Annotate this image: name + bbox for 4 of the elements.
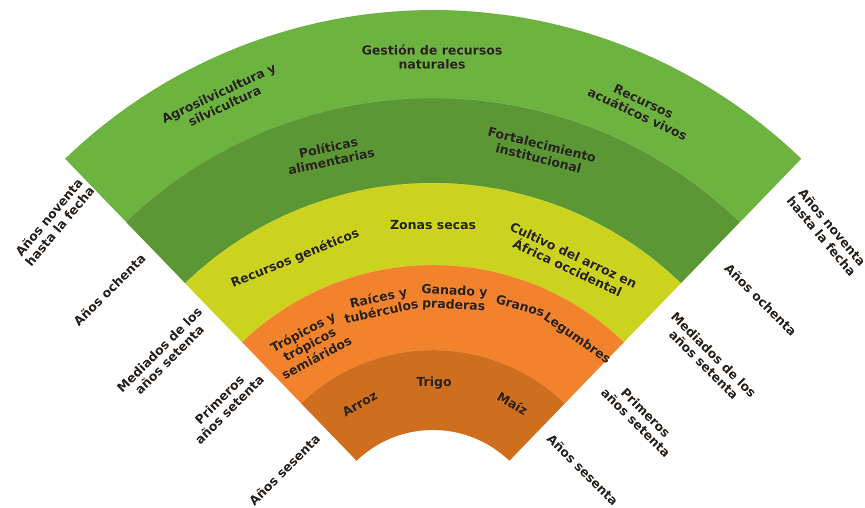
band-label: Zonas secas: [388, 218, 477, 232]
band-label: Ganado y praderas: [420, 282, 489, 314]
band-label: Gestión de recursos naturales: [360, 44, 504, 72]
band-label: Trigo: [415, 374, 453, 390]
